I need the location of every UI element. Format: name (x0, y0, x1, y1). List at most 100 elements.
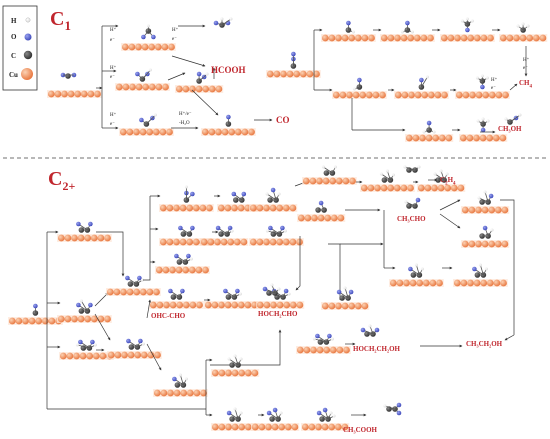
c2-r2-2-adsorbate-atom-4 (230, 229, 234, 233)
c2-r2-1-slab-cu-4 (186, 238, 194, 246)
c2-occo-2-slab-cu-0 (57, 315, 65, 323)
c2-ohccho-slab-slab-cu-4 (176, 301, 184, 309)
c2-occo-1-slab-cu-0 (57, 234, 65, 242)
c2-occo-3-slab-cu-1 (66, 352, 74, 360)
c1-cooh-3-slab-cu-2 (133, 128, 140, 136)
c2-b-3-slab-cu-1 (308, 423, 316, 431)
c2-b-1-adsorbate-atom-2 (226, 410, 232, 416)
c2-ohccho-3-slab-cu-6 (296, 301, 304, 309)
c2-r3-1-slab-cu-5 (188, 266, 196, 274)
c2-top-1-slab-cu-3 (322, 177, 330, 185)
c1-ch3oh-molecule-atom-2 (504, 117, 508, 121)
c2-occo-1-slab-cu-2 (71, 234, 78, 242)
step-label-h-2: H⁺ (172, 28, 179, 33)
c2-mid-2-slab-cu-2 (310, 346, 317, 354)
c2-hub-1-adsorbate-atom-4 (140, 278, 144, 282)
c2-top-2-adsorbate-atom-3 (391, 173, 395, 177)
c2-r2-2-slab-cu-6 (240, 238, 248, 246)
c2-occo-2-slab-cu-5 (90, 315, 98, 323)
c2-bottom-up-slab-cu-3 (231, 369, 239, 377)
c2-r2-3-slab-cu-4 (276, 238, 284, 246)
c2-b-2-slab-cu-4 (278, 423, 286, 431)
c2-top-3-adsorbate-bond-4 (440, 170, 445, 181)
c2-ohccho-2-adsorbate-atom-4 (238, 292, 242, 296)
c1-cooh-slab-cu-0 (115, 83, 123, 91)
c2-top-2-slab-cu-2 (374, 184, 381, 192)
c2-ch3cho-1-adsorbate-bond-3 (478, 197, 489, 203)
c2-bottom-up-slab-cu-4 (238, 369, 246, 377)
c2-low-ch3cho-2-adsorbate-atom-4 (478, 263, 482, 267)
c1-mid-2-adsorbate-bond-2 (421, 76, 428, 88)
c1-cooh-3-slab-cu-5 (152, 128, 160, 136)
c1-mid-3-slab-cu-0 (455, 91, 463, 99)
c1-mid-2-slab-cu-7 (441, 91, 448, 99)
c1-top-3-adsorbate-atom-4 (465, 17, 469, 21)
c1-top-2-slab-cu-7 (427, 34, 434, 42)
c2-r1-2-adsorbate-atom-3 (241, 191, 247, 197)
c1-start-slab-cu-4 (74, 90, 82, 98)
step-label-h-3: H⁺ (110, 66, 117, 71)
c2-hub-1-slab-cu-2 (120, 288, 127, 296)
legend-atom-h (25, 17, 31, 23)
c2-r3-1-slab-cu-1 (162, 266, 170, 274)
c2-ohccho-2-slab-cu-4 (231, 301, 239, 309)
c2-start-adsorbate-atom-1 (33, 303, 38, 309)
c1-mid-3-slab-cu-5 (488, 91, 496, 99)
c2-b-3-slab-cu-2 (315, 423, 322, 431)
c1-cooh-3-adsorbate-atom-1 (139, 117, 144, 123)
c2-lower-2-slab-cu-5 (186, 389, 194, 397)
c1-cooh-3-slab-cu-0 (119, 128, 127, 136)
c1-ocho-slab-cu-4 (148, 43, 156, 51)
product-hcooh: HCOOH (211, 65, 246, 75)
c2-r2-1-slab-cu-1 (166, 238, 174, 246)
c1-low-2-slab-cu-4 (486, 134, 494, 142)
c1-top-3-slab-cu-5 (473, 34, 481, 42)
c2-ch3cho-molecule-atom-3 (404, 200, 408, 204)
c1-top-1-slab-cu-6 (361, 34, 369, 42)
c2-r1-4-slab-cu-3 (317, 214, 325, 222)
c1-mid-2-slab-cu-4 (421, 91, 429, 99)
c2-r2-3-slab-cu-1 (256, 238, 264, 246)
c1-mid-2-slab-cu-2 (408, 91, 415, 99)
c1-top-2-slab-cu-3 (400, 34, 408, 42)
c1-top-1-slab-cu-3 (341, 34, 349, 42)
c2-top-1-adsorbate-atom-3 (333, 165, 337, 169)
c2-occo-3-slab-cu-5 (92, 352, 100, 360)
c2-lower-2-adsorbate-atom-4 (178, 373, 182, 377)
c2-r2-2-slab-cu-1 (207, 238, 215, 246)
c2-occo-1-slab-cu-7 (104, 234, 111, 242)
c1-mid-3-adsorbate-atom-2 (475, 76, 479, 80)
c2-lower-2-adsorbate-bond-4 (180, 374, 184, 386)
c2-occo-1-slab-cu-4 (84, 234, 92, 242)
c1-cooh-3-slab-cu-3 (139, 128, 147, 136)
c2-low-ch3cho-2-slab-cu-1 (460, 279, 468, 287)
c1-top-1-slab-cu-0 (321, 34, 329, 42)
c1-top-3-adsorbate-atom-2 (460, 19, 464, 23)
c1-low-2-slab-cu-0 (459, 134, 467, 142)
c1-top-4-adsorbate-atom-3 (521, 22, 525, 26)
c2-r1-3-slab-cu-4 (276, 204, 284, 212)
c2-top-1-slab-cu-1 (309, 177, 317, 185)
c1-cooh-2-slab-cu-2 (189, 85, 196, 93)
c2-mid-2-slab-cu-4 (323, 346, 331, 354)
c1-ocho-slab-cu-0 (121, 43, 129, 51)
c1-low-1-slab-cu-5 (438, 134, 446, 142)
step-label-e-3: e⁻ (110, 75, 115, 80)
c2-r2-1-adsorbate-atom-3 (190, 225, 195, 231)
c1-cooh-adsorbate-atom-1 (135, 71, 140, 77)
c1-co-ads-slab-cu-2 (215, 128, 222, 136)
c2-low-ch3cho-2-slab-cu-3 (473, 279, 481, 287)
c2-ohccho-slab-slab-cu-2 (163, 301, 170, 309)
c2-r1-1-slab-cu-7 (206, 204, 213, 212)
c1-low-2-adsorbate-atom-4 (481, 117, 485, 121)
c1-cooh-slab-cu-7 (162, 83, 169, 91)
product-ch3cho: CH₃CHO (397, 215, 426, 223)
c2-occo-2-slab-cu-1 (64, 315, 72, 323)
c2-mid-1-slab-cu-2 (335, 302, 342, 310)
step-label-h-5: H⁺ (491, 78, 498, 83)
c1-low-1-adsorbate-atom-2 (432, 130, 436, 134)
c2-occo-2-adsorbate-bond-4 (81, 300, 88, 312)
c2-low-ch3cho-1-slab-cu-5 (422, 279, 430, 287)
c2-b-1-slab-cu-0 (211, 423, 219, 431)
c2-occo-2-adsorbate-atom-2 (76, 302, 81, 308)
